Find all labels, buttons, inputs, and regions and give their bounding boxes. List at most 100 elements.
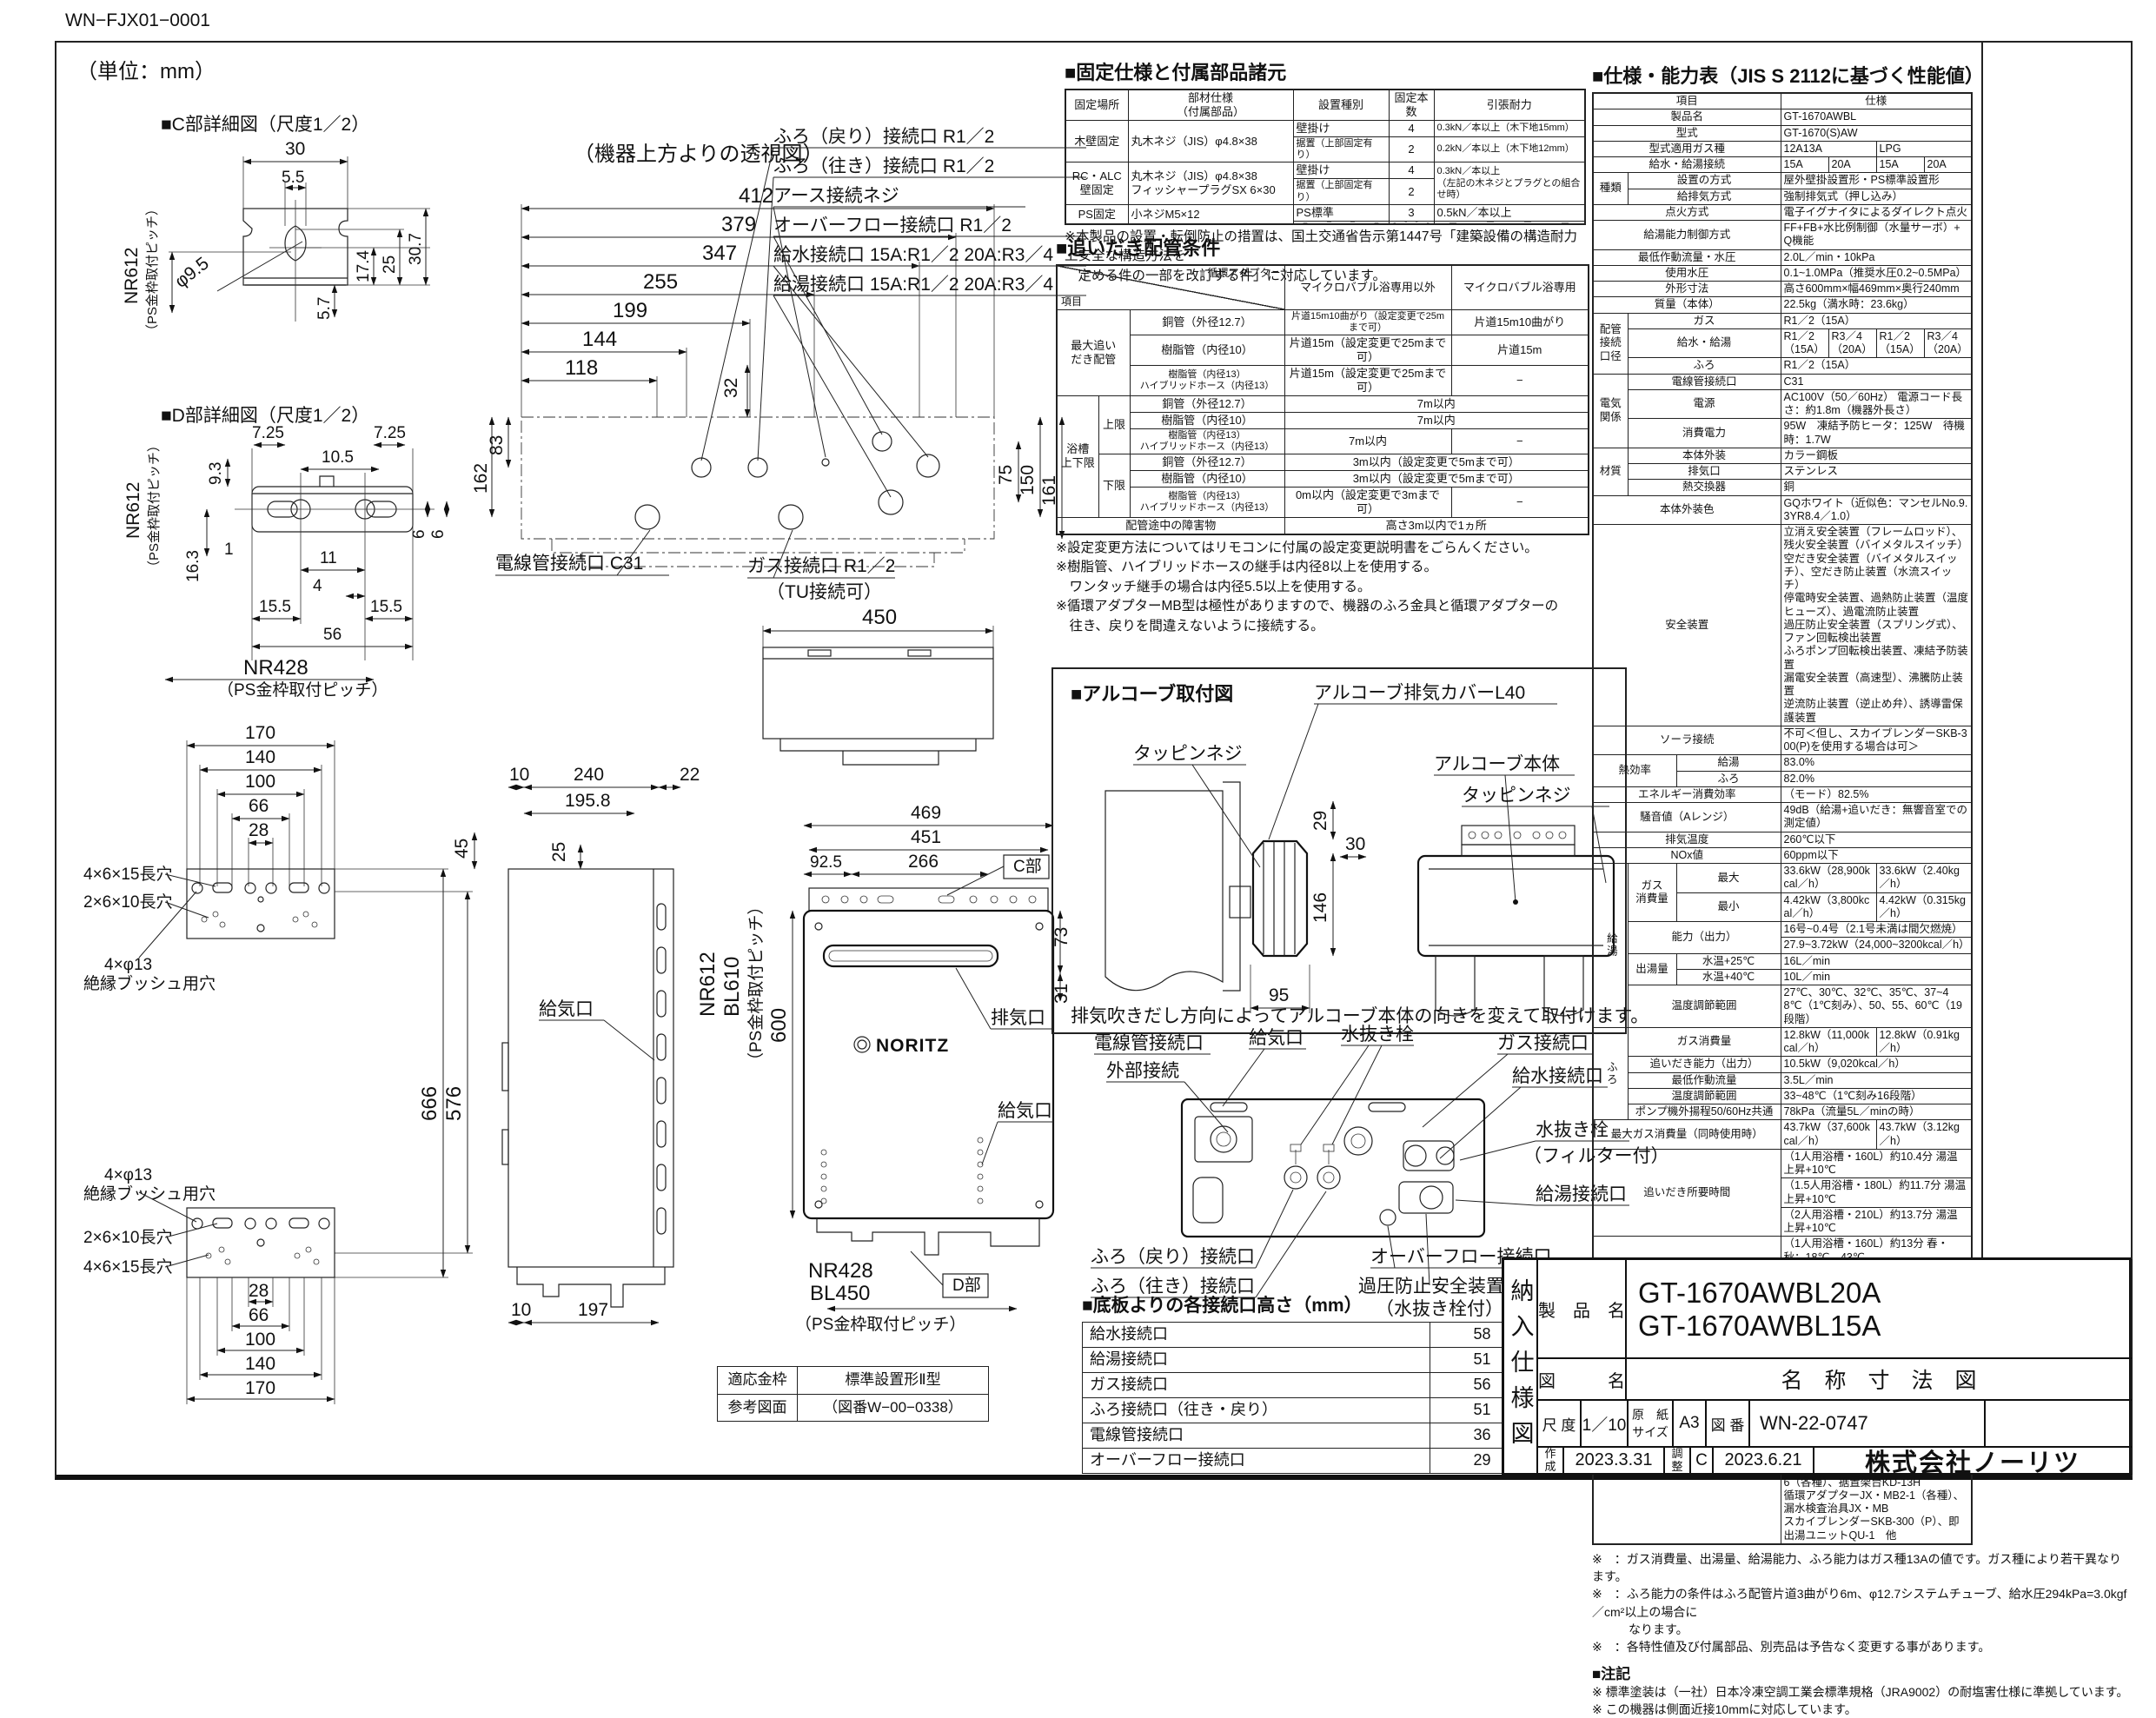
table-cell: 温度調節範囲 [1627,1087,1781,1105]
dim-t28: 28 [249,820,269,840]
label-water-port: 給水接続口 [1512,1066,1603,1086]
label-drain1: 水抜き栓 [1341,1025,1414,1045]
fixing-note1: ※本製品の設置・転倒防止の措置は、国土交通省告示第1447号「建築設備の構造耐力… [1065,229,1577,264]
label-slot-6x15b: 4×6×15長穴 [83,1257,172,1277]
drawing-code: WN−FJX01−0001 [65,10,210,30]
table-cell: 電線管接続口 [1627,373,1781,390]
dim-5-7: 5.7 [315,297,334,320]
detail-c-dims: 30 5.5 φ9.5 17.4 25 30.7 5.7 [171,139,430,320]
table-row: 樹脂管（内径10）3m以内（設定変更で5mまで可） [1057,470,1589,488]
table-cell: 片道15m10曲がり（設定変更で25mまで可） [1284,308,1452,336]
dim-i: 15.5 [259,598,291,616]
table-cell: 製品名 [1592,109,1781,126]
label-nr428: NR428 [808,1259,873,1283]
table-cell: 20A [1923,156,1973,174]
dim-c: 10.5 [322,448,354,467]
table-cell: 給水・給湯 [1627,328,1781,359]
table-cell: PS固定 [1065,204,1129,225]
tb-adj-rev: C [1689,1446,1714,1475]
dim-t170: 170 [245,723,275,743]
dim-29: 29 [1310,811,1330,831]
table-row: 最大ガス消費量（同時使用時）43.7kW（37,600kcal／h）43.7kW… [1592,1119,1973,1150]
table-row: 材質本体外装カラー鋼板 [1592,447,1973,496]
table-cell: R1／2（15A） [1780,328,1829,359]
label-slot-6x10b: 2×6×10長穴 [83,1228,172,1247]
table-row: 追いだき能力（出力）10.5kW（9,020kcal／h） [1593,1056,1973,1073]
label-ps-pitch: （PS金枠取付ピッチ） [746,899,766,1069]
dim-5-5: 5.5 [282,169,304,187]
table-cell: 16号~0.4号（2.1号未満は間欠燃焼） [1780,920,1973,939]
perspective-view: （機器上方よりの透視図） 412 379 347 255 199 144 118… [471,127,1086,602]
table-cell: 給湯接続口 [1082,1346,1430,1373]
table-cell: 種類 [1592,172,1629,205]
table-row: 項目仕様 [1592,92,1973,110]
tb-drawing-label: 図 名 [1536,1357,1627,1401]
label-front-air-inlet: 給気口 [998,1101,1052,1121]
label-conduit-port: 電線管接続口 [1094,1033,1204,1053]
table-cell: 27℃、30℃、32℃、35℃、37~48℃（1℃刻み）、50、55、60℃（1… [1780,985,1973,1028]
reheat-header-row: 項目 循環アダプター マイクロバブル浴専用以外 マイクロバブル浴専用 [1056,264,1589,310]
pitch-nr612: NR612 [123,482,143,539]
table-cell: 電気関係 [1592,373,1629,448]
table-row: 浴槽 上下限上限銅管（外径12.7）7m以内 [1056,395,1589,518]
reheat-note-1: ※樹脂管、ハイブリッドホースの継手は内径8以上を使用する。 [1056,560,1438,575]
table-cell: − [1450,365,1589,396]
tb-made-label: 作 成 [1536,1446,1564,1475]
tb-paper-label: 原 紙 サイズ [1627,1399,1674,1448]
table-cell: 3.5L／min [1780,1071,1973,1089]
table-cell: 銅管（外径12.7） [1129,454,1285,472]
reheat-diag-cell: 項目 循環アダプター [1056,264,1285,310]
table-cell: 熱交換器 [1627,479,1781,496]
dim-s45: 45 [452,839,472,859]
table-cell: ふろ [1675,770,1781,787]
table-cell: 0.1~1.0MPa（推奨水圧0.2~0.5MPa） [1780,264,1973,282]
table-cell: ガス [1627,312,1781,329]
table-cell: 2 [1388,178,1435,206]
table-cell: 水温+40℃ [1675,968,1781,986]
table-cell: 0.3kN／本以上 （左記の木ネジとプラグとの組合せ時） [1433,162,1586,206]
front-view: 469 451 92.5 266 C部 73 31 排気口 NORITZ 給気口 [795,803,1071,1334]
table-cell: 浴槽 上下限 [1056,395,1099,518]
table-cell: エネルギー消費効率 [1592,786,1781,804]
spec-note2-0: ※ 標準塗装は（一社）日本冷凍空調工業会標準規格（JRA9002）の耐塩害仕様に… [1592,1684,2129,1699]
table-cell: 高さ600mm×幅469mm×奥行240mm [1780,280,1973,298]
reheat-note-3: ※循環アダプターMB型は極性がありますので、機器のふろ金具と循環アダプターの [1056,599,1559,614]
table-cell: 小ネジM5×12 [1127,204,1294,225]
label-relief-drain: （水抜き栓付） [1376,1299,1503,1319]
table-cell: 33~48℃（1℃刻み16段階） [1780,1087,1973,1105]
table-cell: 最低作動流量 [1627,1071,1781,1089]
fixing-section: ■固定仕様と付属部品諸元 固定場所部材仕様 （付属部品）設置種別固定本数引張耐力… [1065,57,1586,286]
table-cell: 屋外壁掛設置形・PS標準設置形 [1780,172,1973,189]
table-cell: 33.6kW（28,900kcal／h） [1780,863,1877,893]
table-cell: 15A [1875,156,1925,174]
table-cell: 丸木ネジ（JIS）φ4.8×38 フィッシャープラグSX 6×30 [1127,162,1294,206]
dim-b: 7.25 [374,424,406,442]
persp-v-dims: 32 83 162 75 150 161 [471,364,1065,540]
dim-j: 15.5 [370,598,402,616]
label-furo-supply: ふろ（往き）接続口 R1／2 [773,156,994,176]
table-row: 点火方式電子イグナイタによるダイレクト点火 [1592,203,1973,222]
detail-c-title: ■C部詳細図（尺度1／2） [161,115,369,135]
label-d-ref: D部 [952,1276,981,1295]
table-cell: 49dB（給湯+追いだき：無響音室での測定値） [1780,802,1973,832]
spec-note-3: ※ ：各特性値及び付属部品、別売品は予告なく変更する事があります。 [1592,1640,1991,1655]
dim-m: 6 [429,529,448,539]
connection-diagram: 電線管接続口 外部接続 給気口 水抜き栓 ガス接続口 給水接続口 水抜き栓 （フ… [1091,1025,1669,1319]
alcove-left-drawing: タッピンネジ [1105,744,1309,992]
persp-port-labels: ふろ（戻り）接続口 R1／2 ふろ（往き）接続口 R1／2 アース接続ネジ オー… [700,127,1086,498]
table-cell: 本体外装色 [1592,494,1781,525]
table-cell: 82.0% [1780,770,1973,787]
table-cell: （モード）82.5% [1780,786,1973,804]
table-cell: 適応金枠 [717,1366,798,1395]
table-cell: NOx値 [1592,846,1781,865]
dim-s25: 25 [549,842,569,862]
table-cell: 7m以内 [1284,395,1589,413]
top-view: 450 [762,606,994,766]
